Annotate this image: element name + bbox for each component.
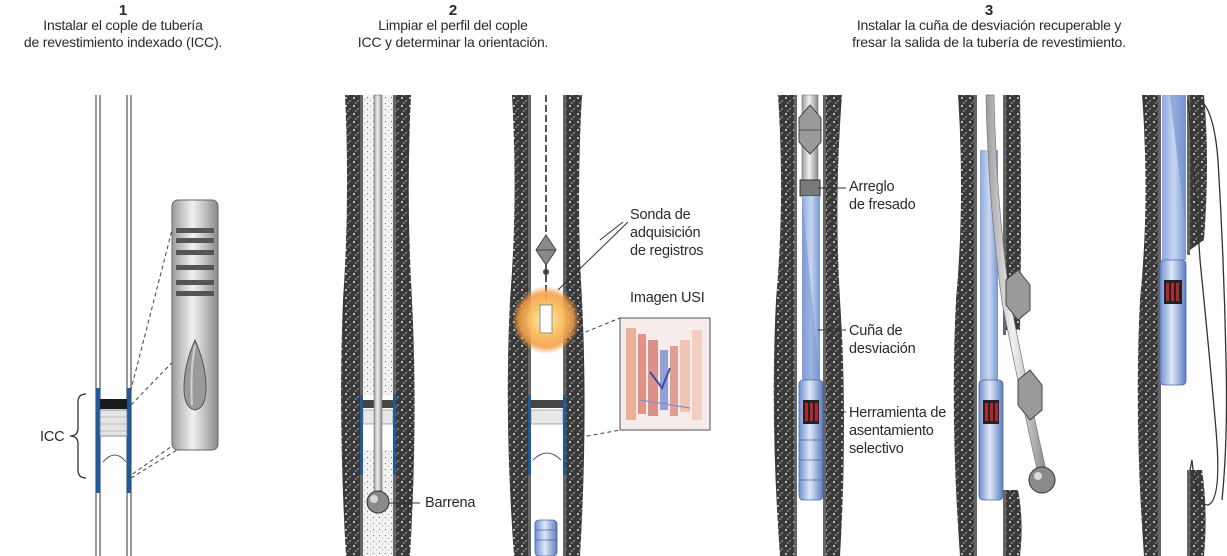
usi-glow [512, 286, 580, 354]
label-sonda-line1: Sonda de [630, 206, 691, 224]
panel-2a-drillpipe [374, 95, 382, 495]
label-cuna-line1: Cuña de [849, 322, 902, 340]
label-icc: ICC [40, 428, 64, 446]
panel-3c-whipstock [1160, 95, 1186, 385]
sonda-leader-line [600, 222, 623, 240]
panel-1-icc-detail [172, 200, 218, 450]
label-sonda-line2: adquisición [630, 224, 700, 242]
label-barrena: Barrena [425, 494, 475, 512]
panel-1-icc-coupling [100, 399, 127, 462]
panel-2b-lower-tool [535, 520, 557, 556]
label-sonda-line3: de registros [630, 242, 703, 260]
panel-1-casing [96, 95, 131, 556]
label-imagen-usi: Imagen USI [630, 289, 705, 307]
label-arreglo-line2: de fresado [849, 196, 916, 214]
label-herramienta-line3: selectivo [849, 440, 904, 458]
label-arreglo-line1: Arreglo [849, 178, 894, 196]
usi-image [620, 318, 710, 430]
label-herramienta-line2: asentamiento [849, 422, 934, 440]
label-cuna-line2: desviación [849, 340, 916, 358]
icc-brace [70, 394, 86, 478]
label-herramienta-line1: Herramienta de [849, 404, 946, 422]
